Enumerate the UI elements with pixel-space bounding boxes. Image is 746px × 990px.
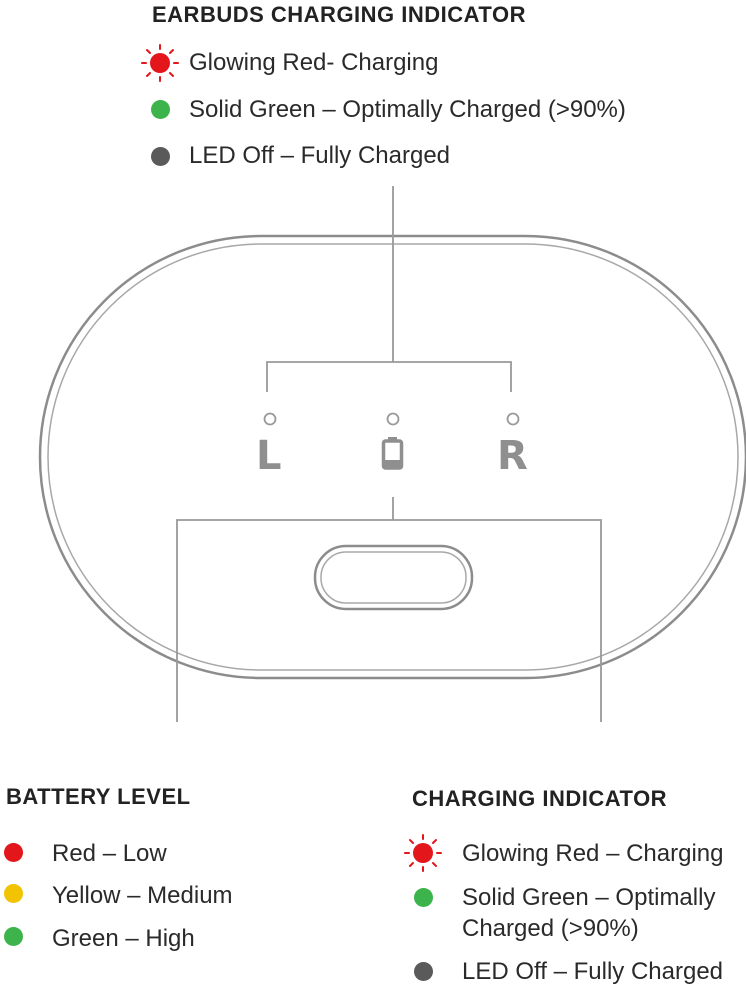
charging-item-2-line2: Charged (>90%) [462, 915, 639, 942]
green-dot-icon [414, 888, 433, 907]
charging-indicator-title: CHARGING INDICATOR [412, 786, 668, 811]
red-dot-icon [4, 843, 23, 862]
earbuds-charging-title: EARBUDS CHARGING INDICATOR [152, 2, 526, 27]
led-dot-icon [386, 412, 400, 426]
battery-item-2: Yellow – Medium [52, 882, 233, 909]
top-legend-item-1: Glowing Red- Charging [189, 49, 439, 76]
usb-c-port-inner [320, 551, 467, 604]
battery-item-1: Red – Low [52, 840, 167, 867]
battery-icon [381, 437, 404, 470]
gray-dot-icon [151, 147, 170, 166]
led-dot-icon [263, 412, 277, 426]
bracket-earbuds [266, 361, 512, 392]
yellow-dot-icon [4, 884, 23, 903]
green-dot-icon [4, 927, 23, 946]
gray-dot-icon [414, 962, 433, 981]
led-dot-icon [506, 412, 520, 426]
charging-item-2-line1: Solid Green – Optimally [462, 884, 716, 911]
green-dot-icon [151, 100, 170, 119]
battery-item-3: Green – High [52, 925, 195, 952]
right-earbud-label: R [497, 433, 528, 479]
battery-level-title: BATTERY LEVEL [6, 784, 191, 809]
glowing-led-icon [141, 44, 179, 82]
charging-item-3: LED Off – Fully Charged [462, 958, 724, 985]
bracket-bottom [176, 519, 602, 722]
top-legend-item-2: Solid Green – Optimally Charged (>90%) [189, 96, 626, 123]
charging-item-1: Glowing Red – Charging [462, 840, 724, 867]
usb-c-port-icon [313, 544, 474, 611]
left-earbud-label: L [256, 433, 282, 479]
top-legend-item-3: LED Off – Fully Charged [189, 142, 451, 169]
glowing-led-icon [404, 834, 442, 872]
